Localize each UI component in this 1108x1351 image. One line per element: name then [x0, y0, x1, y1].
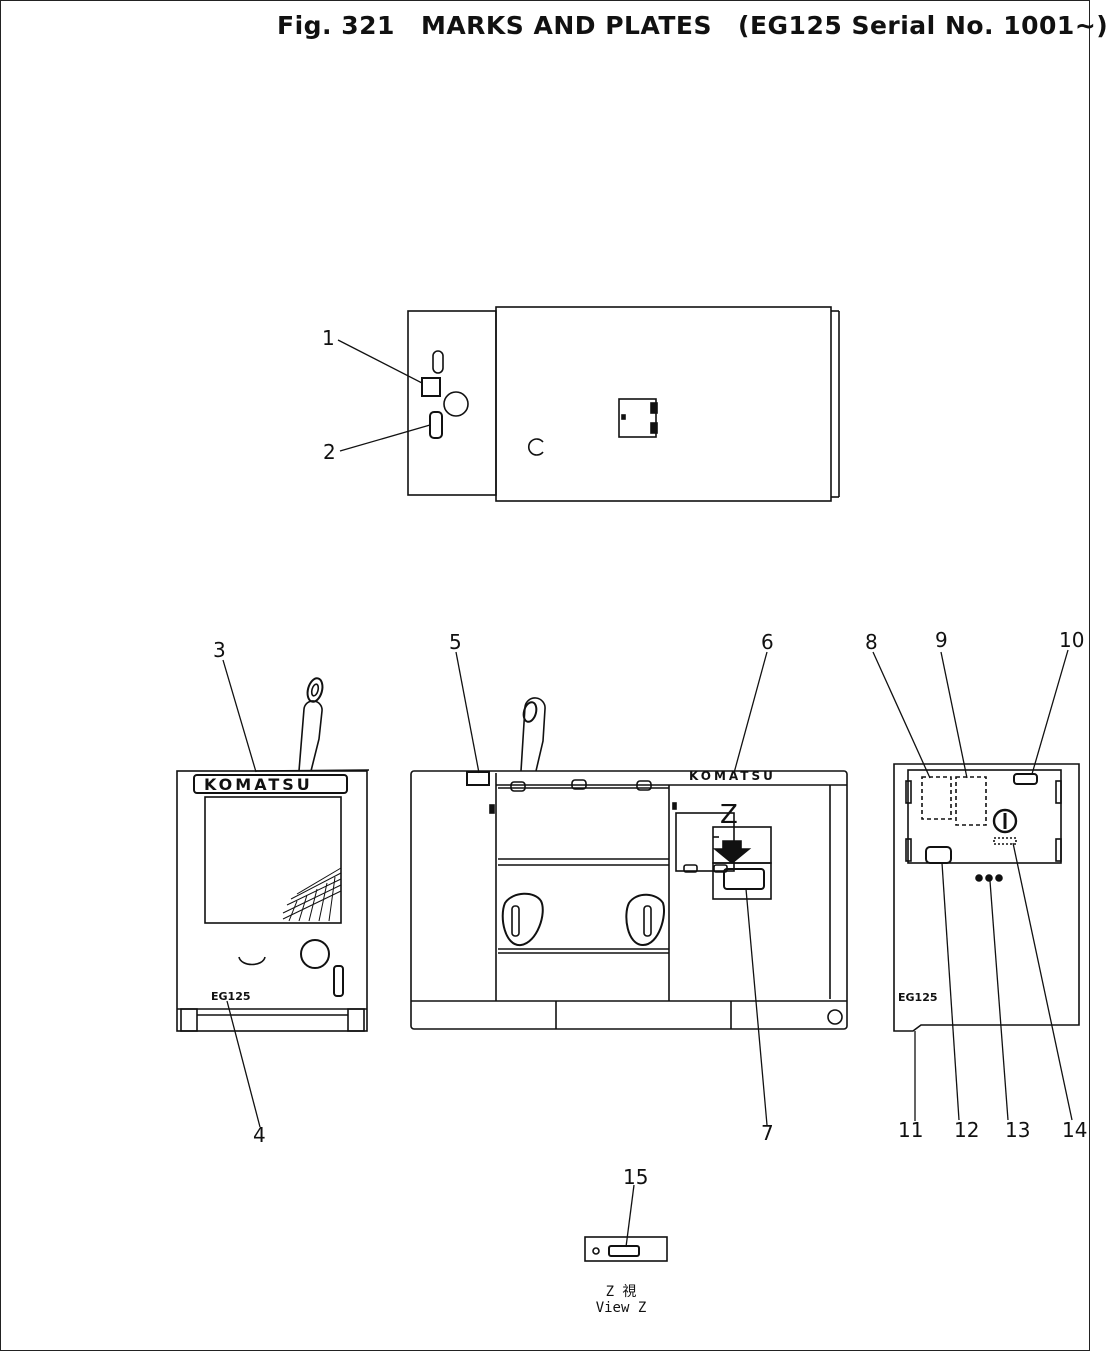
- side-exhaust: [520, 697, 546, 772]
- view-caption: Z 視 View Z: [591, 1284, 651, 1316]
- right-end-outline: [893, 763, 1080, 1032]
- left-end-view: [176, 677, 370, 1032]
- top-view: [407, 306, 840, 502]
- brand-text-left: KOMATSU: [204, 775, 313, 794]
- figure-number: Fig. 321: [277, 11, 395, 40]
- view-z-panel: [584, 1236, 668, 1262]
- top-oval-mark: [432, 350, 444, 374]
- callout-1: 1: [322, 326, 335, 350]
- figure-title: Fig. 321 MARKS AND PLATES (EG125 Serial No…: [277, 11, 1108, 40]
- view-z-marker: Z: [720, 800, 738, 830]
- plate-10: [1013, 773, 1038, 785]
- right-end-view: [893, 763, 1080, 1032]
- model-text-right: EG125: [898, 991, 938, 1004]
- callout-7: 7: [761, 1121, 774, 1145]
- callout-11: 11: [898, 1118, 923, 1142]
- view-z-box: [712, 826, 772, 864]
- left-window: [204, 796, 342, 924]
- left-exhaust: [298, 700, 323, 772]
- left-cap: [300, 939, 330, 969]
- callout-12: 12: [954, 1118, 979, 1142]
- top-hatch: [618, 398, 657, 438]
- control-panel: [907, 769, 1062, 864]
- plate-1: [421, 377, 441, 397]
- plate-12: [925, 846, 952, 864]
- callout-8: 8: [865, 630, 878, 654]
- callout-4: 4: [253, 1123, 266, 1147]
- key-switch: [992, 808, 1018, 834]
- callout-9: 9: [935, 628, 948, 652]
- plate-2: [429, 411, 443, 439]
- view-z-arrow: [712, 840, 752, 865]
- figure-name: MARKS AND PLATES: [420, 11, 713, 40]
- view-caption-jp: Z 視: [605, 1284, 637, 1300]
- top-round-cap: [443, 391, 469, 417]
- figure-subtitle: (EG125 Serial No. 1001~): [738, 11, 1108, 40]
- side-view: [410, 697, 848, 1030]
- plate-7: [723, 868, 765, 890]
- side-handle-left: [501, 892, 544, 946]
- plate-5: [466, 771, 490, 786]
- view-caption-en: View Z: [595, 1300, 647, 1316]
- callout-5: 5: [449, 630, 462, 654]
- callout-15: 15: [623, 1165, 648, 1189]
- callout-14: 14: [1062, 1118, 1087, 1142]
- callout-10: 10: [1059, 628, 1084, 652]
- side-handle-right: [625, 893, 665, 947]
- callout-3: 3: [213, 638, 226, 662]
- view-z-detail: [584, 1236, 668, 1262]
- plate-8: [921, 776, 952, 820]
- callout-2: 2: [323, 440, 336, 464]
- left-handle: [238, 956, 266, 966]
- plate-9: [955, 776, 987, 826]
- callout-13: 13: [1005, 1118, 1030, 1142]
- left-gauge: [333, 965, 344, 997]
- left-grille: [282, 867, 342, 922]
- leader-lines: [222, 339, 1073, 1248]
- brand-plate-3: [193, 774, 348, 794]
- plate-15: [608, 1245, 640, 1257]
- model-text-left: EG125: [211, 990, 251, 1003]
- callout-labels: 1 2 3 4 5 6 7 8 9 10 11 12 13 14 15: [213, 326, 1087, 1189]
- callout-6: 6: [761, 630, 774, 654]
- top-ring: [528, 438, 544, 456]
- brand-text-side: KOMATSU: [689, 769, 776, 783]
